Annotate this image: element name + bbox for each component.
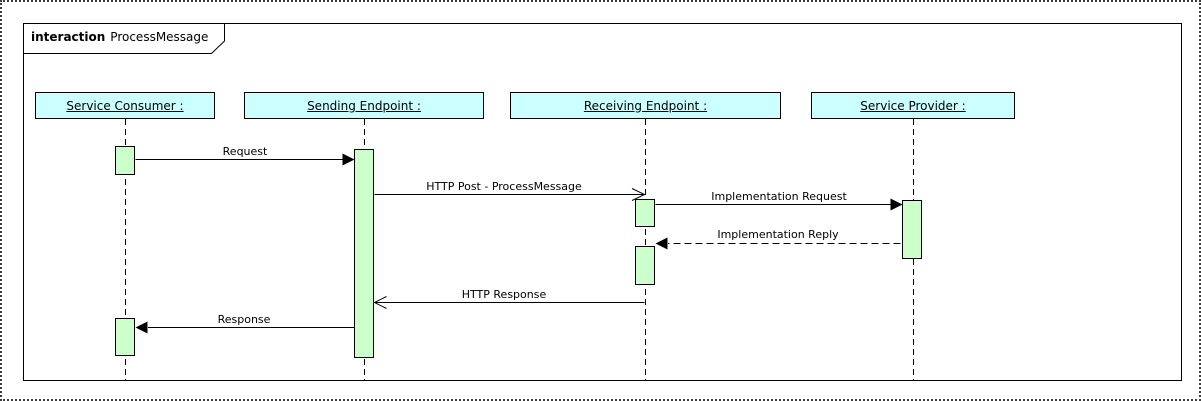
lifeline-head-receiving-endpoint[interactable]: Receiving Endpoint :: [510, 92, 781, 119]
frame-title: interaction ProcessMessage: [31, 30, 208, 44]
message-response[interactable]: [135, 321, 355, 334]
frame-name: ProcessMessage: [110, 30, 209, 44]
activation-receiving-endpoint-1[interactable]: [635, 199, 655, 227]
message-label-http-post: HTTP Post - ProcessMessage: [426, 180, 582, 193]
message-implementation-reply[interactable]: [655, 237, 901, 250]
lifeline-head-label: Sending Endpoint :: [307, 98, 421, 113]
message-http-response[interactable]: [373, 296, 645, 309]
message-label-request: Request: [222, 145, 268, 158]
lifeline-head-label: Service Consumer :: [66, 98, 184, 113]
lifeline-head-label: Receiving Endpoint :: [583, 98, 708, 113]
activation-service-consumer-2[interactable]: [115, 318, 135, 356]
interaction-frame: [23, 23, 1182, 381]
message-implementation-request[interactable]: [655, 198, 903, 211]
message-label-implementation-request: Implementation Request: [711, 190, 847, 203]
frame-label-pentagon: [23, 23, 225, 54]
lifeline-head-label: Service Provider :: [860, 98, 966, 113]
message-label-http-response: HTTP Response: [461, 288, 547, 301]
message-label-implementation-reply: Implementation Reply: [717, 228, 839, 241]
message-label-response: Response: [217, 313, 271, 326]
message-request[interactable]: [135, 153, 355, 166]
message-http-post[interactable]: [374, 188, 646, 201]
lifeline-head-service-provider[interactable]: Service Provider :: [811, 92, 1015, 119]
activation-receiving-endpoint-2[interactable]: [635, 246, 655, 285]
lifeline-head-service-consumer[interactable]: Service Consumer :: [35, 92, 215, 119]
activation-service-provider[interactable]: [902, 200, 922, 259]
frame-keyword: interaction: [31, 30, 106, 44]
activation-service-consumer-1[interactable]: [115, 146, 135, 175]
activation-sending-endpoint[interactable]: [354, 149, 374, 358]
lifeline-head-sending-endpoint[interactable]: Sending Endpoint :: [244, 92, 484, 119]
